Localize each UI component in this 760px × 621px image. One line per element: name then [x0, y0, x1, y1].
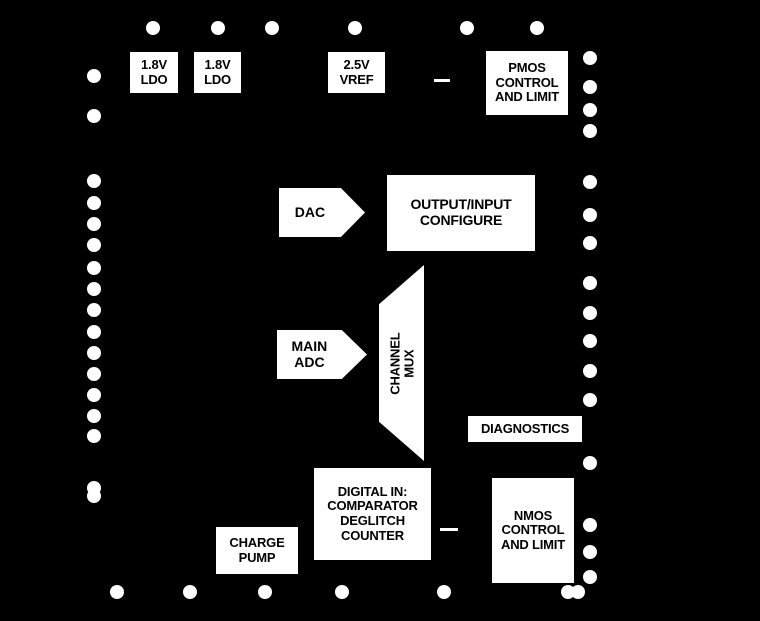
pin-left-15	[87, 429, 101, 443]
pin-right-7	[583, 236, 597, 250]
block-charge-pump: CHARGE PUMP	[216, 527, 298, 574]
block-label-channel-mux: CHANNEL MUX	[386, 332, 416, 395]
block-label-diagnostics: DIAGNOSTICS	[480, 420, 570, 436]
block-dac: DAC	[279, 188, 365, 237]
block-label-pmos: PMOS CONTROL AND LIMIT	[495, 60, 559, 105]
block-label-charge-pump: CHARGE PUMP	[229, 534, 285, 565]
pin-right-11	[583, 364, 597, 378]
pin-right-15	[583, 545, 597, 559]
pin-right-5	[583, 175, 597, 189]
pin-top-4	[348, 21, 362, 35]
connector-nmos-lead	[440, 528, 458, 531]
pin-right-8	[583, 276, 597, 290]
pin-right-9	[583, 306, 597, 320]
block-ldo2: 1.8V LDO	[194, 52, 241, 93]
block-label-ldo2: 1.8V LDO	[204, 56, 231, 87]
block-label-vref: 2.5V VREF	[339, 56, 374, 87]
pin-right-12	[583, 393, 597, 407]
pin-top-5	[460, 21, 474, 35]
pin-left-10	[87, 325, 101, 339]
connector-pmos-lead	[434, 79, 450, 82]
block-label-main-adc: MAIN ADC	[291, 337, 328, 370]
block-outcfg: OUTPUT/INPUT CONFIGURE	[387, 175, 535, 251]
pin-left-11	[87, 346, 101, 360]
pin-left-5	[87, 217, 101, 231]
pin-left-17	[87, 489, 101, 503]
pin-bottom-7	[571, 585, 585, 599]
block-diagnostics: DIAGNOSTICS	[468, 416, 582, 442]
pin-left-12	[87, 367, 101, 381]
pin-right-13	[583, 456, 597, 470]
pin-left-8	[87, 282, 101, 296]
pin-left-14	[87, 409, 101, 423]
block-ldo1: 1.8V LDO	[130, 52, 178, 93]
block-nmos: NMOS CONTROL AND LIMIT	[492, 478, 574, 583]
pin-left-13	[87, 388, 101, 402]
block-label-digital-in: DIGITAL IN: COMPARATOR DEGLITCH COUNTER	[327, 483, 418, 543]
block-label-ldo1: 1.8V LDO	[140, 56, 168, 87]
pin-top-1	[146, 21, 160, 35]
pin-left-7	[87, 261, 101, 275]
pin-bottom-3	[258, 585, 272, 599]
pin-bottom-1	[110, 585, 124, 599]
block-label-nmos: NMOS CONTROL AND LIMIT	[501, 507, 565, 552]
pin-top-6	[530, 21, 544, 35]
pin-right-3	[583, 103, 597, 117]
pin-bottom-5	[437, 585, 451, 599]
pin-bottom-2	[183, 585, 197, 599]
block-label-outcfg: OUTPUT/INPUT CONFIGURE	[410, 196, 512, 228]
block-digital-in: DIGITAL IN: COMPARATOR DEGLITCH COUNTER	[314, 468, 431, 560]
pin-right-10	[583, 334, 597, 348]
pin-top-2	[211, 21, 225, 35]
block-main-adc: MAIN ADC	[277, 330, 367, 379]
pin-left-3	[87, 174, 101, 188]
pin-right-16	[583, 570, 597, 584]
pin-left-6	[87, 238, 101, 252]
pin-left-2	[87, 109, 101, 123]
pin-right-2	[583, 80, 597, 94]
pin-right-6	[583, 208, 597, 222]
block-label-dac: DAC	[294, 203, 326, 220]
pin-left-4	[87, 196, 101, 210]
block-pmos: PMOS CONTROL AND LIMIT	[486, 51, 568, 115]
pin-right-4	[583, 124, 597, 138]
pin-left-9	[87, 303, 101, 317]
pin-left-1	[87, 69, 101, 83]
pin-top-3	[265, 21, 279, 35]
pin-right-1	[583, 51, 597, 65]
pin-bottom-4	[335, 585, 349, 599]
block-vref: 2.5V VREF	[328, 52, 385, 93]
pin-right-14	[583, 518, 597, 532]
